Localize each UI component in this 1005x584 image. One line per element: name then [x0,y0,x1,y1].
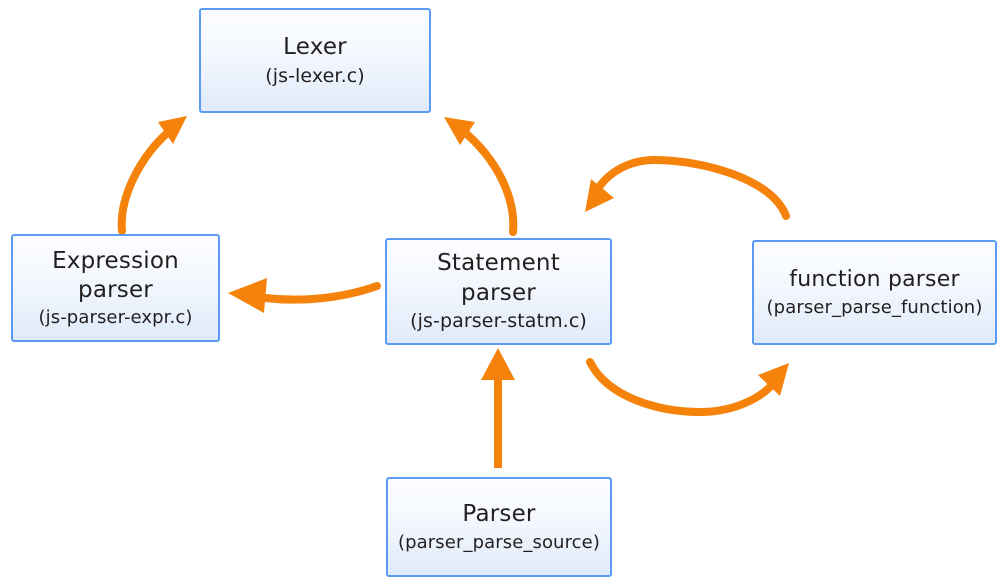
node-expression-parser-subtitle: (js-parser-expr.c) [38,307,193,329]
node-statement-parser-subtitle: (js-parser-statm.c) [410,310,587,333]
node-lexer-subtitle: (js-lexer.c) [265,64,365,87]
node-parser-subtitle: (parser_parse_source) [398,531,600,553]
edge-function-to-statement [585,155,790,220]
node-statement-parser[interactable]: Statement parser (js-parser-statm.c) [385,238,612,345]
node-lexer[interactable]: Lexer (js-lexer.c) [199,8,431,113]
node-parser[interactable]: Parser (parser_parse_source) [386,477,612,577]
node-lexer-title: Lexer [283,34,347,61]
edge-parser-to-statement [481,348,515,468]
node-expression-parser-title: Expression parser [52,247,179,303]
edge-statement-to-function [586,358,789,417]
node-function-parser-title: function parser [789,267,960,293]
node-statement-parser-title: Statement parser [437,250,560,306]
node-function-parser[interactable]: function parser (parser_parse_function) [752,240,997,345]
edge-statement-to-lexer [444,117,518,236]
edge-expression-to-lexer [117,116,187,235]
edge-statement-to-expression [228,278,381,313]
node-parser-title: Parser [462,501,536,528]
node-function-parser-subtitle: (parser_parse_function) [766,296,983,318]
node-expression-parser[interactable]: Expression parser (js-parser-expr.c) [11,234,220,342]
